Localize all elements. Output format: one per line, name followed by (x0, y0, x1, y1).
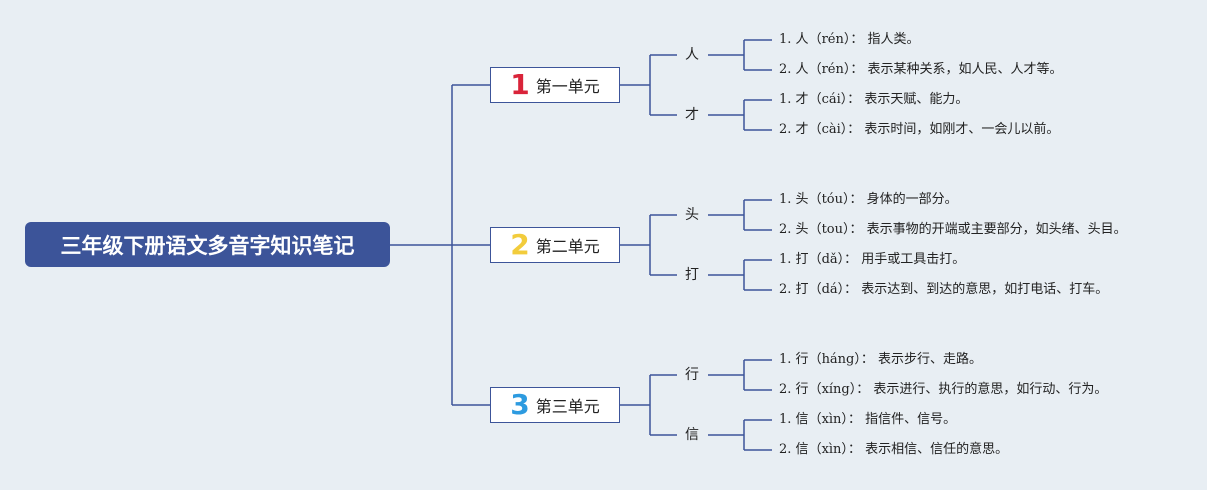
definition-sep: ： (860, 352, 879, 367)
definition-item: 1. 行（háng）： 表示步行、走路。 (779, 351, 982, 369)
definition-py: （cài） (808, 122, 848, 137)
definition-item: 1. 人（rén）： 指人类。 (779, 31, 920, 49)
definition-sep: ： (847, 92, 865, 107)
definition-item: 2. 头（tou）： 表示事物的开端或主要部分，如头绪、头目。 (779, 221, 1127, 239)
unit-node-2: 2 第二单元 (490, 227, 620, 263)
definition-c: 信 (795, 442, 809, 457)
unit-number: 3 (510, 388, 530, 421)
definition-txt: 身体的一部分。 (866, 192, 958, 207)
unit-number: 1 (510, 68, 530, 101)
definition-py: （xíng） (808, 382, 857, 397)
definition-sep: ： (856, 382, 874, 397)
definition-sep: ： (849, 192, 867, 207)
definition-sep: ： (844, 252, 862, 267)
unit-number: 2 (510, 228, 530, 261)
definition-sep: ： (847, 122, 865, 137)
definition-txt: 指信件、信号。 (865, 412, 957, 427)
definition-py: （xìn） (808, 442, 848, 457)
definition-item: 2. 行（xíng）： 表示进行、执行的意思，如行动、行为。 (779, 381, 1107, 399)
char-node: 人 (685, 47, 699, 63)
definition-py: （dá） (808, 282, 845, 297)
definition-idx: 2. (779, 442, 796, 457)
definition-c: 才 (795, 122, 809, 137)
definition-sep: ： (850, 32, 868, 47)
definition-item: 2. 才（cài）： 表示时间，如刚才、一会儿以前。 (779, 121, 1059, 139)
definition-txt: 表示天赋、能力。 (864, 92, 969, 107)
definition-sep: ： (849, 222, 867, 237)
definition-item: 2. 人（rén）： 表示某种关系，如人民、人才等。 (779, 61, 1063, 79)
definition-idx: 1. (779, 92, 796, 107)
definition-py: （tou） (808, 222, 850, 237)
definition-py: （cái） (808, 92, 848, 107)
definition-py: （tóu） (808, 192, 850, 207)
definition-txt: 指人类。 (867, 32, 920, 47)
char-node: 行 (685, 367, 699, 383)
definition-item: 1. 打（dǎ）： 用手或工具击打。 (779, 251, 965, 269)
definition-c: 人 (795, 62, 809, 77)
unit-label: 第一单元 (535, 77, 600, 96)
definition-item: 2. 信（xìn）： 表示相信、信任的意思。 (779, 441, 1008, 459)
definition-c: 信 (795, 412, 809, 427)
unit-label: 第二单元 (535, 237, 600, 256)
definition-sep: ： (847, 442, 866, 457)
definition-sep: ： (850, 62, 868, 77)
definition-c: 才 (795, 92, 809, 107)
definition-py: （rén） (808, 32, 851, 47)
definition-idx: 2. (779, 282, 796, 297)
definition-item: 1. 才（cái）： 表示天赋、能力。 (779, 91, 968, 109)
definition-c: 人 (795, 32, 809, 47)
char-node: 头 (685, 207, 699, 223)
unit-label: 第三单元 (535, 397, 600, 416)
definition-c: 头 (795, 192, 809, 207)
definition-txt: 表示进行、执行的意思，如行动、行为。 (873, 382, 1108, 397)
definition-c: 行 (795, 352, 809, 367)
definition-idx: 1. (779, 252, 796, 267)
definition-idx: 1. (779, 32, 796, 47)
char-node: 才 (685, 107, 699, 123)
definition-idx: 1. (779, 412, 796, 427)
definition-idx: 2. (779, 222, 796, 237)
definition-c: 打 (795, 252, 809, 267)
definition-c: 头 (795, 222, 809, 237)
definition-py: （háng） (808, 352, 861, 367)
definition-item: 1. 信（xìn）： 指信件、信号。 (779, 411, 956, 429)
definition-idx: 1. (779, 352, 796, 367)
definition-txt: 表示相信、信任的意思。 (865, 442, 1009, 457)
definition-txt: 表示步行、走路。 (878, 352, 983, 367)
root-title: 三年级下册语文多音字知识笔记 (25, 222, 390, 267)
definition-py: （xìn） (808, 412, 848, 427)
definition-idx: 1. (779, 192, 796, 207)
definition-sep: ： (847, 412, 866, 427)
definition-c: 行 (795, 382, 809, 397)
char-node: 打 (685, 267, 699, 283)
definition-item: 2. 打（dá）： 表示达到、到达的意思，如打电话、打车。 (779, 281, 1108, 299)
definition-txt: 表示某种关系，如人民、人才等。 (867, 62, 1063, 77)
definition-txt: 表示时间，如刚才、一会儿以前。 (864, 122, 1060, 137)
unit-node-3: 3 第三单元 (490, 387, 620, 423)
definition-item: 1. 头（tóu）： 身体的一部分。 (779, 191, 958, 209)
definition-txt: 表示事物的开端或主要部分，如头绪、头目。 (866, 222, 1127, 237)
definition-c: 打 (795, 282, 809, 297)
definition-txt: 表示达到、到达的意思，如打电话、打车。 (861, 282, 1109, 297)
definition-idx: 2. (779, 122, 796, 137)
char-node: 信 (685, 427, 699, 443)
definition-py: （rén） (808, 62, 851, 77)
definition-idx: 2. (779, 382, 796, 397)
definition-sep: ： (844, 282, 862, 297)
definition-py: （dǎ） (808, 252, 845, 267)
definition-txt: 用手或工具击打。 (861, 252, 966, 267)
definition-idx: 2. (779, 62, 796, 77)
unit-node-1: 1 第一单元 (490, 67, 620, 103)
